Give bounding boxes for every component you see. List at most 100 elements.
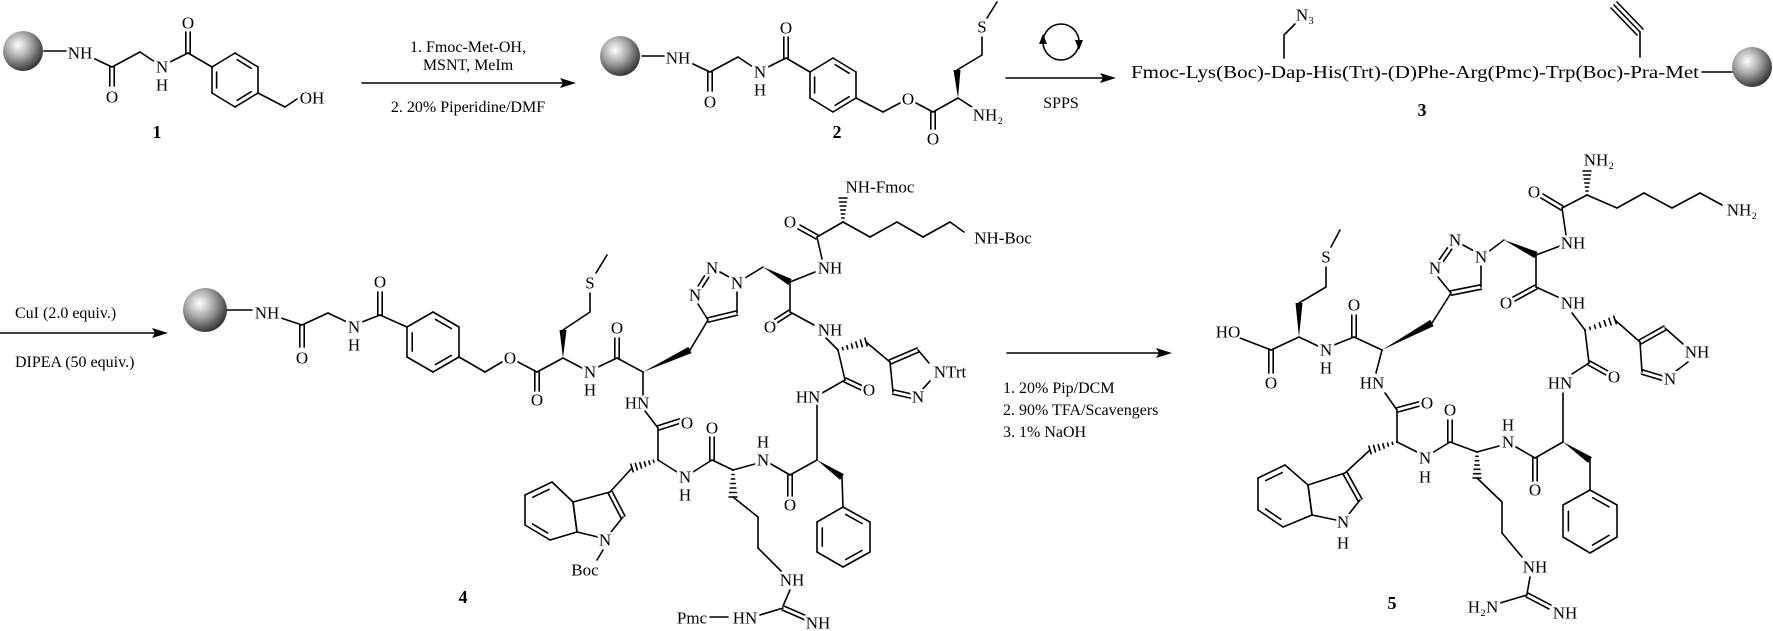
atom-label: O xyxy=(1444,401,1456,420)
bond xyxy=(1264,471,1284,482)
atom-label: NH xyxy=(68,44,93,63)
bond xyxy=(1346,471,1363,500)
bond xyxy=(757,547,782,572)
bond xyxy=(1512,284,1536,298)
bond xyxy=(816,221,844,238)
bond xyxy=(1591,534,1610,546)
bond xyxy=(1442,248,1453,264)
bond xyxy=(737,56,754,68)
bond xyxy=(832,97,857,113)
bond xyxy=(1526,576,1531,595)
atom-label: N xyxy=(679,468,691,487)
atom-label: NH xyxy=(818,259,843,278)
resin-bead xyxy=(600,36,640,76)
hash-bond xyxy=(1372,444,1377,453)
bond xyxy=(1671,192,1701,209)
atom-label: N xyxy=(1419,449,1431,468)
wedge-bond xyxy=(1382,319,1434,350)
reagent-text: 3. 1% NaOH xyxy=(1003,424,1087,441)
bond xyxy=(406,311,434,328)
bond xyxy=(576,531,599,538)
bond xyxy=(211,52,236,68)
bond xyxy=(1395,401,1420,409)
atom-label: O xyxy=(863,381,875,400)
atom-label: O xyxy=(1265,374,1277,393)
bond xyxy=(1348,499,1361,515)
atom-label: O xyxy=(182,14,194,33)
atom-label: N xyxy=(599,531,611,550)
atom-label: O xyxy=(764,318,776,337)
bond xyxy=(1344,449,1371,474)
atom-label: H xyxy=(679,486,691,505)
bond xyxy=(187,52,213,68)
arrowhead-icon xyxy=(560,78,576,88)
resin-bead xyxy=(1732,47,1772,87)
cycle-icon xyxy=(1039,23,1083,61)
peptide-sequence: Fmoc-Lys(Boc)-Dap-His(Trt)-(D)Phe-Arg(Pm… xyxy=(1131,62,1699,83)
bond xyxy=(1542,193,1564,207)
atom-label: O xyxy=(902,90,914,109)
bond xyxy=(1562,536,1591,554)
compound-1 xyxy=(43,31,298,108)
bond xyxy=(892,389,913,395)
wedge-bond xyxy=(1504,240,1538,259)
atom-label: H xyxy=(1419,468,1431,487)
atom-label: N xyxy=(1664,370,1676,389)
bond xyxy=(211,92,236,108)
bond xyxy=(709,56,739,73)
bond xyxy=(1307,472,1346,486)
bond xyxy=(406,356,434,373)
bond xyxy=(432,311,460,328)
bond xyxy=(917,349,930,364)
bond xyxy=(234,92,259,108)
bond xyxy=(1561,207,1567,236)
bond xyxy=(759,607,784,616)
bond xyxy=(844,549,863,561)
compound-number: 1 xyxy=(153,122,162,142)
bond xyxy=(797,228,817,240)
bond xyxy=(1487,239,1505,253)
arrowhead-icon xyxy=(1100,73,1116,83)
bond xyxy=(234,52,259,68)
bond xyxy=(774,309,790,320)
atom-label: O xyxy=(1348,296,1360,315)
atom-label: O xyxy=(1528,183,1540,202)
bond xyxy=(1591,496,1610,508)
bond xyxy=(890,351,920,365)
bond xyxy=(882,102,901,113)
atom-label: Boc xyxy=(571,561,599,580)
hash-bond xyxy=(634,462,639,471)
bond xyxy=(896,221,924,238)
bond xyxy=(799,224,819,236)
bond xyxy=(611,490,626,517)
atom-label: NH xyxy=(1553,604,1578,623)
atom-label: O xyxy=(784,496,796,515)
bond xyxy=(1284,464,1309,486)
bond xyxy=(644,410,659,429)
atom-label: NH xyxy=(780,571,805,590)
bond xyxy=(524,524,551,541)
bond xyxy=(781,609,806,621)
bond xyxy=(956,54,983,71)
bond xyxy=(1462,244,1475,252)
bond xyxy=(782,589,791,607)
bond xyxy=(531,488,550,499)
hash-bond xyxy=(1598,322,1602,328)
bond xyxy=(789,459,818,476)
bond xyxy=(922,221,951,238)
atom-label: HN xyxy=(796,388,821,407)
wedge-bond xyxy=(559,330,567,358)
bond xyxy=(706,310,738,319)
bond xyxy=(1330,229,1341,248)
bond xyxy=(1562,489,1591,506)
atom-label: O xyxy=(681,414,693,433)
bond xyxy=(732,463,756,471)
reaction-step-2: SPPS xyxy=(1005,23,1116,112)
bond xyxy=(1699,192,1723,206)
bond xyxy=(842,551,871,568)
compound-number: 3 xyxy=(1418,100,1427,120)
compound-2-linker xyxy=(641,36,857,113)
reagent-text: 1. 20% Pip/DCM xyxy=(1003,380,1115,397)
bond xyxy=(1307,484,1313,516)
bond xyxy=(484,361,503,373)
